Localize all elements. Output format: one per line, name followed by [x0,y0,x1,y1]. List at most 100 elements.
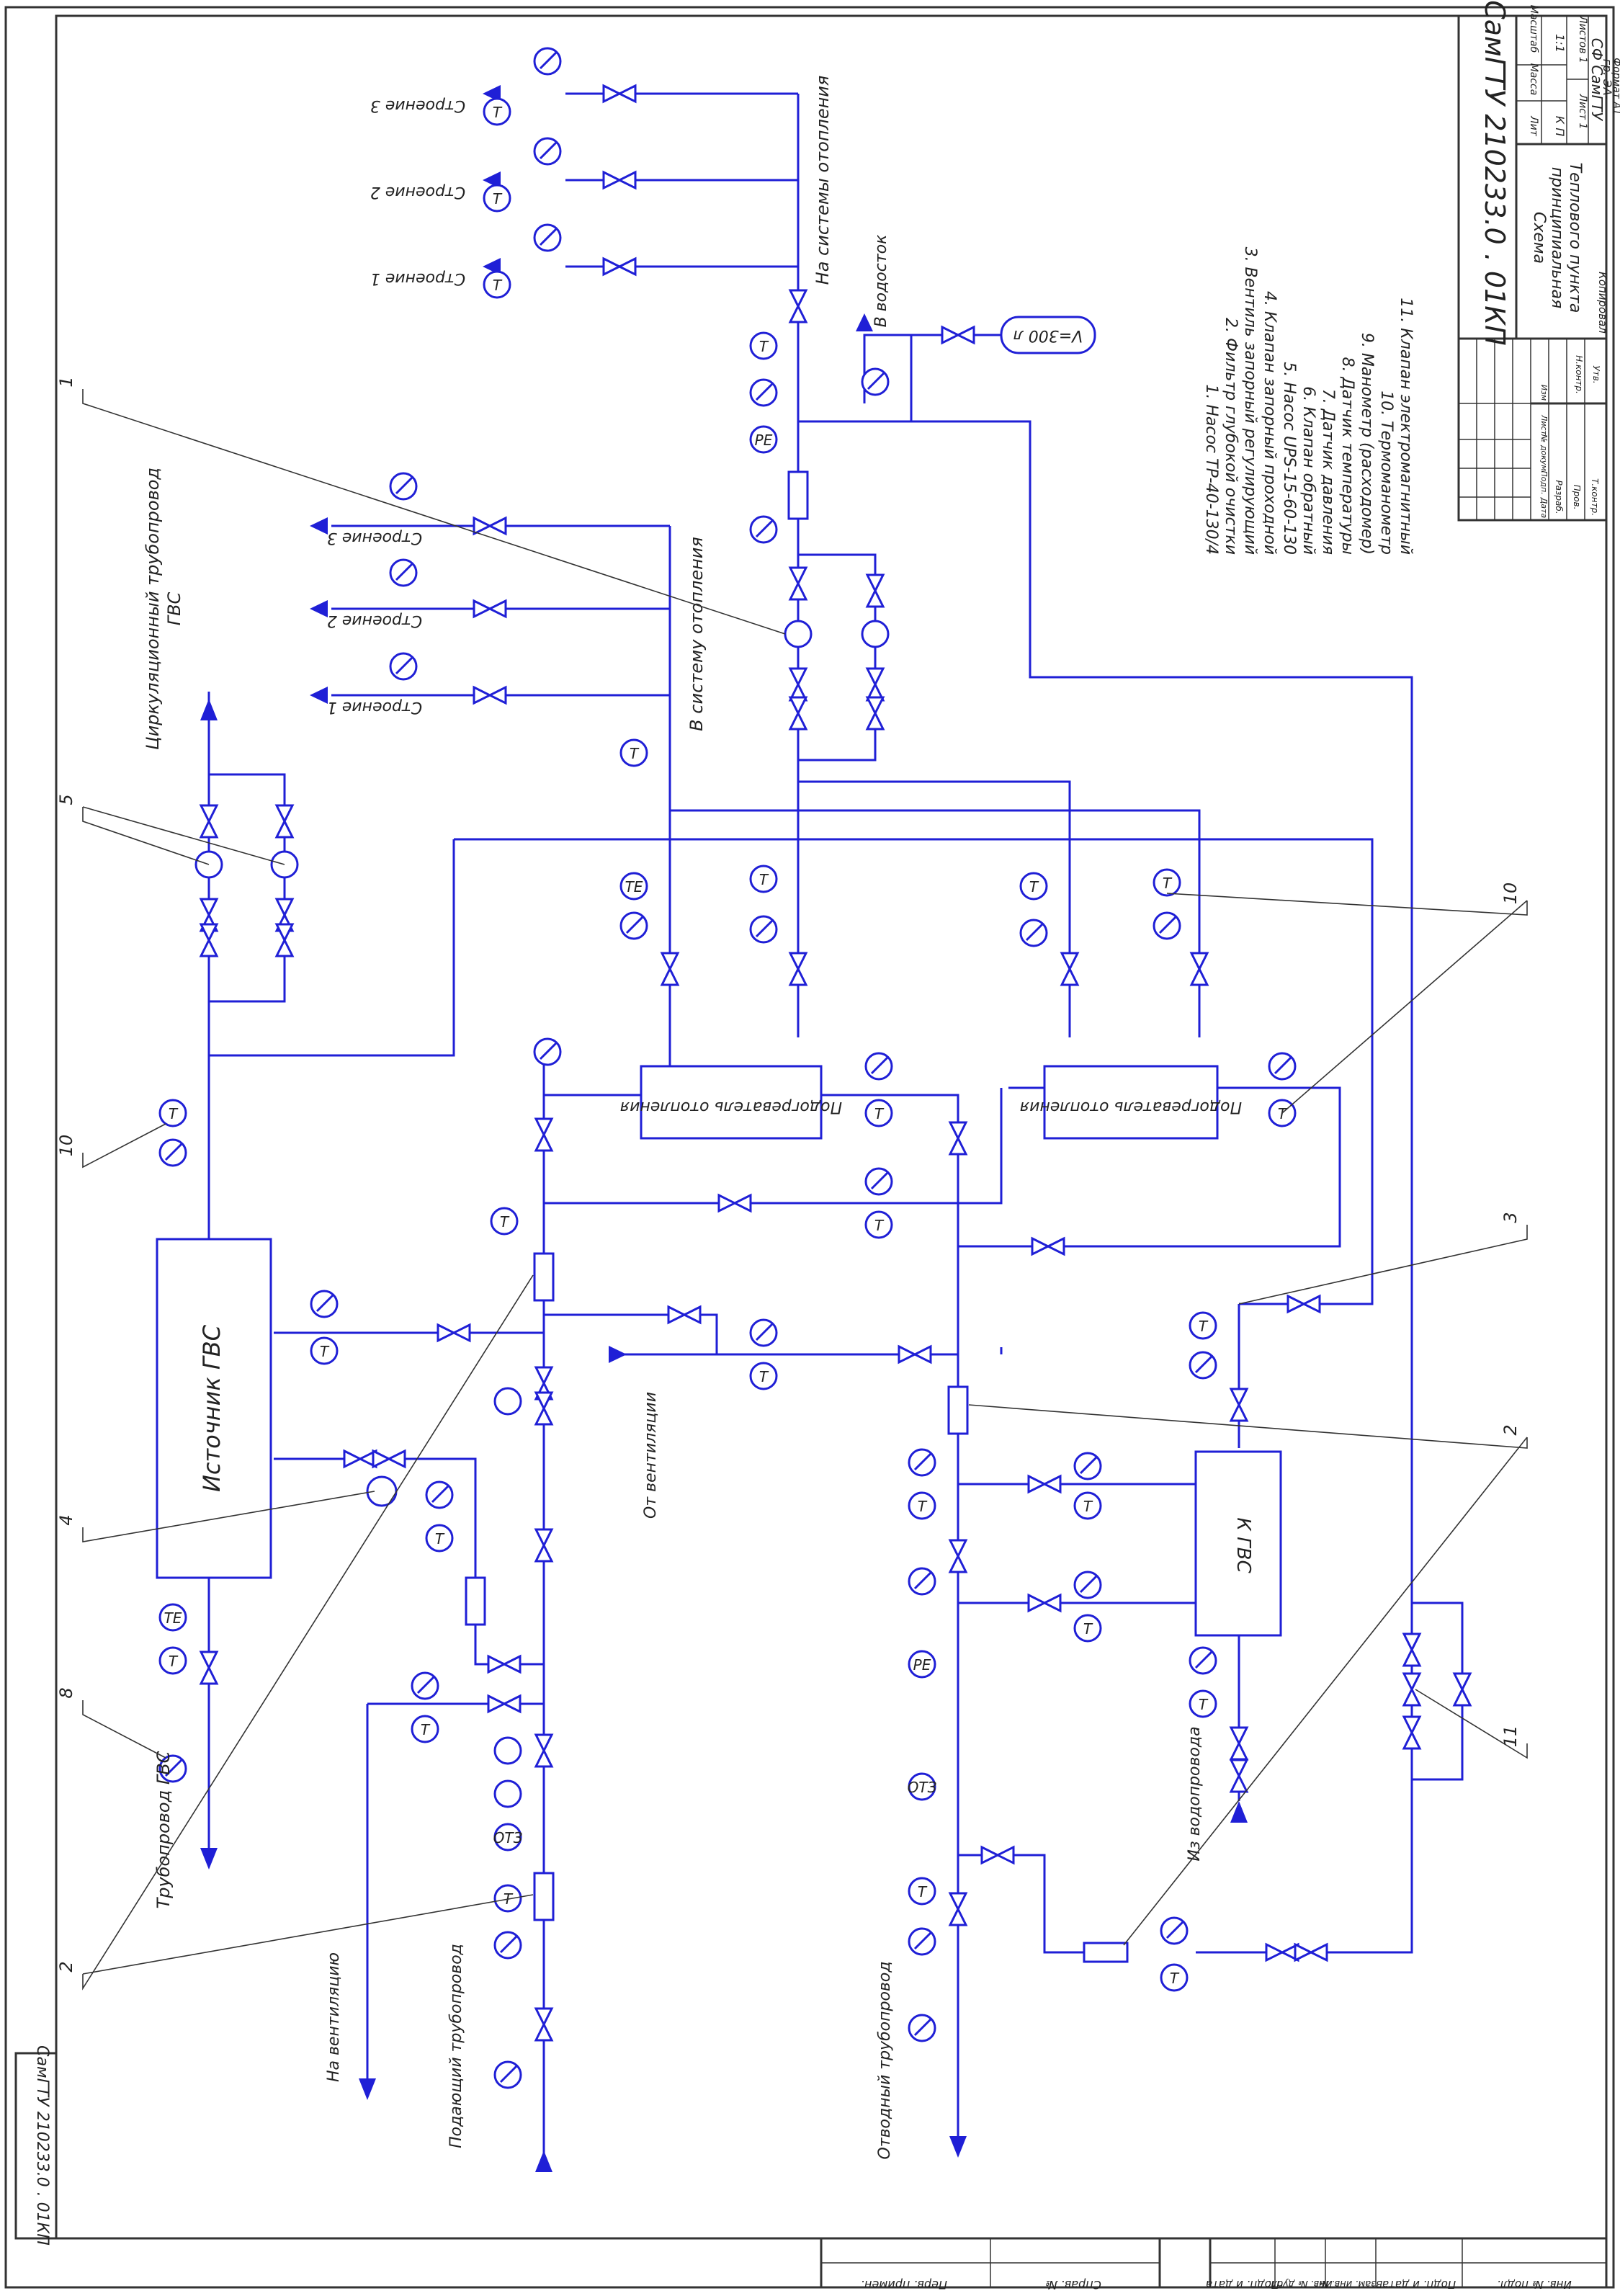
svg-text:Т: Т [759,1368,769,1385]
gauge-42 [493,1779,522,1808]
gauge-65 [1189,1351,1217,1380]
gauge-63: Т [1073,1614,1102,1643]
stamp-row-label-0: Изм [1539,385,1549,401]
pump-1 [784,620,813,648]
filter-return [947,1385,969,1435]
gauge-56: ОТЗ [908,1772,937,1801]
svg-text:Т: Т [918,1498,928,1515]
k-gvs-label: К ГВС [1232,1517,1254,1573]
gauge-36 [749,1318,778,1347]
gauge-14 [861,367,890,396]
left-code-text: СамГТУ 210233.0 . 01КП [33,2045,51,2246]
valve-18 [199,804,219,839]
svg-text:Т: Т [1083,1620,1093,1638]
valve-49 [1294,1942,1328,1962]
svg-text:Т: Т [1170,1970,1180,1987]
gauge-66 [1189,1646,1217,1675]
valve-17 [1189,952,1209,986]
stamp-kp: К П [1553,116,1567,136]
valve-51 [941,325,975,345]
svg-text:Т: Т [1199,1696,1209,1713]
svg-text:Т: Т [435,1530,445,1547]
valve-2 [602,170,637,190]
gauge-51 [158,1754,187,1783]
valve-21 [274,804,295,839]
valve-46 [1027,1593,1062,1613]
gauge-68 [1160,1916,1189,1945]
filter-water [1083,1942,1129,1963]
callout-8: 8 [56,1687,76,1698]
pump-1-reserve [861,620,890,648]
callout-4: 4 [56,1514,76,1525]
gauge-34 [310,1290,339,1318]
svg-text:Т: Т [320,1343,330,1360]
stamp-role-3: Н.контр. [1574,355,1584,394]
gauge-30 [864,1167,893,1196]
outer-border [4,6,1615,2289]
svg-text:Т: Т [1199,1318,1209,1335]
stamp-sheets: Листов 1 [1577,15,1588,63]
strip-dup: Инв. № дубл. [1268,2278,1333,2289]
gauge-41 [493,1736,522,1765]
gauge-49: TE [158,1603,187,1632]
gauge-62 [1073,1571,1102,1599]
callout-leaders [82,389,1528,1991]
gauge-17 [619,911,648,940]
label-bld2: Строение 2 [327,612,422,630]
legend-item-8: 8. Датчик температуры [1338,357,1356,555]
valve-52 [1402,1632,1422,1667]
svg-text:Т: Т [421,1721,431,1738]
stamp-lit: Лит [1528,115,1539,137]
valve-56 [199,1650,219,1685]
gauge-16: TE [619,872,648,901]
label-bld1: Строение 1 [327,698,422,716]
stamp-row-label-1: Лист [1539,414,1549,435]
label-bld2-top: Строение 2 [370,183,465,201]
valve-16 [1060,952,1080,986]
strip-sign-date-2: Подп. и дата [1206,2278,1279,2291]
gauge-45 [493,1931,522,1960]
gauge-10: Т [749,331,778,360]
valve-45 [1027,1474,1062,1494]
gauge-40: Т [425,1524,454,1553]
stamp-row-label-2: № докум. [1539,434,1549,473]
svg-text:TE: TE [164,1609,182,1627]
gauge-4: Т [483,184,511,213]
valve-20 [199,923,219,957]
gauge-60 [1073,1452,1102,1480]
valve-32 [948,1892,968,1926]
valve-26 [534,1391,554,1426]
callout-11: 11 [1500,1725,1521,1748]
callout-10-left: 10 [56,1135,76,1157]
gauge-8 [389,558,418,587]
valve-42 [372,1449,406,1469]
gauge-55: PE [908,1650,936,1679]
svg-text:PE: PE [755,432,773,449]
svg-text:Т: Т [493,190,503,207]
gauge-11 [749,378,778,407]
svg-text:Т: Т [493,104,503,121]
gauge-47 [411,1671,439,1700]
svg-text:Т: Т [493,277,503,294]
gauge-5 [533,223,562,252]
valve-6 [473,685,507,705]
heater-1-label: Подогреватель отопления [620,1098,842,1116]
gauge-61: Т [1073,1491,1102,1520]
strip-inv-orig: Инв. № подл. [1497,2278,1571,2291]
gauge-12: PE [749,425,778,454]
stamp-copied: Копировал [1596,272,1609,334]
gauge-3 [533,137,562,166]
label-bld1-top: Строение 1 [370,269,465,287]
gauge-43: ОТЗ [493,1823,523,1851]
svg-text:Т: Т [874,1105,885,1122]
legend-item-11: 11. Клапан электромагнитный [1397,298,1415,555]
label-supply-pipe: Подающий трубопровод [447,1944,465,2148]
legend-item-2: 2. Фильтр глубокой очистки [1222,318,1240,555]
filter-gvs [465,1576,486,1626]
label-to-vent: На вентиляцию [325,1952,343,2082]
valve-11 [865,573,885,608]
callout-1: 1 [56,376,76,387]
gauge-32: Т [158,1099,187,1127]
valve-54 [1402,1715,1422,1750]
